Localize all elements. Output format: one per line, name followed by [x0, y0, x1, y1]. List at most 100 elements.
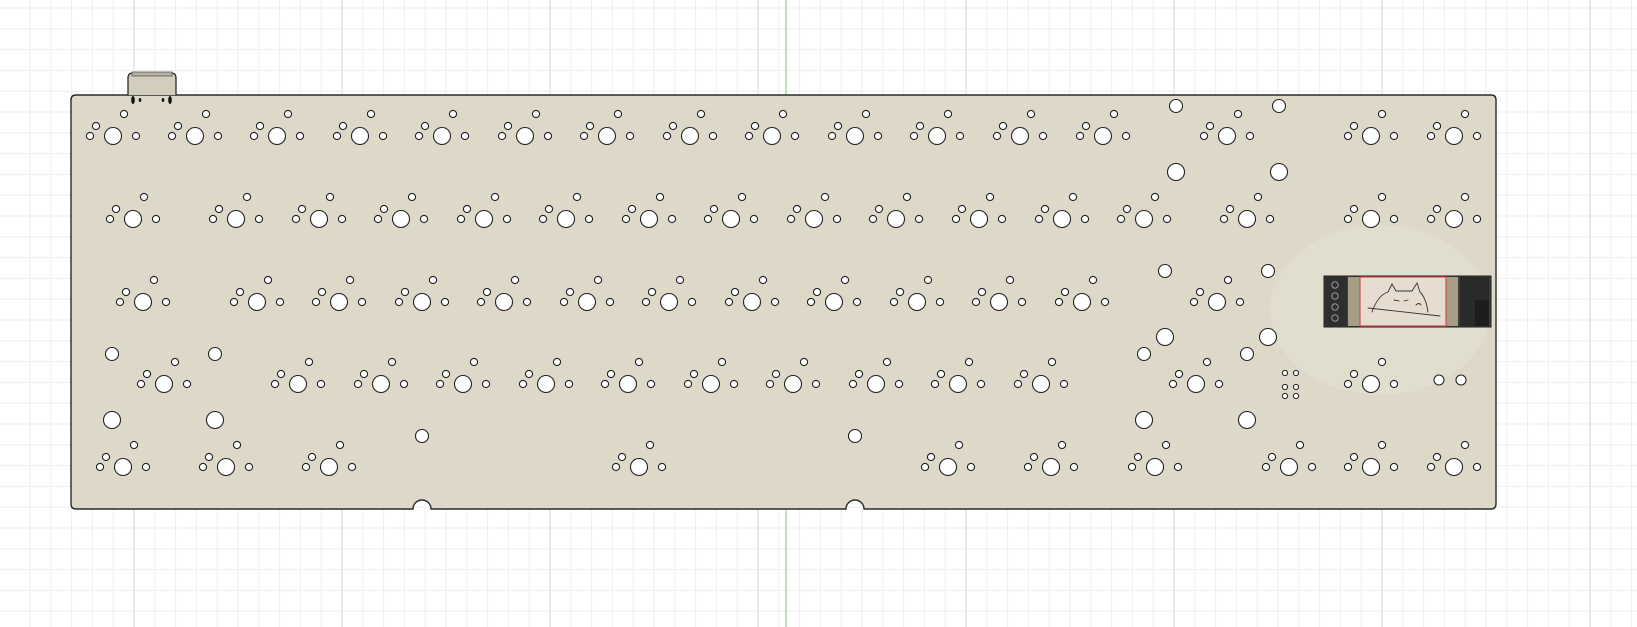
switch-footprint — [301, 440, 357, 477]
switch-footprint — [1343, 192, 1399, 229]
switch-center-hole — [804, 209, 824, 229]
header-pin — [1331, 303, 1339, 311]
switch-footprint — [806, 275, 862, 312]
switch-center-hole — [1217, 126, 1237, 146]
switch-peg-right — [502, 214, 512, 224]
switch-footprint — [1219, 192, 1275, 229]
switch-peg-left — [1426, 214, 1436, 224]
switch-pin-2 — [1460, 192, 1470, 202]
switch-pin-2 — [1377, 192, 1387, 202]
switch-peg-right — [141, 462, 151, 472]
switch-peg-right — [584, 214, 594, 224]
switch-footprint — [889, 275, 945, 312]
mount-hole — [1155, 327, 1175, 347]
switch-center-hole — [742, 292, 762, 312]
switch-peg-right — [522, 297, 532, 307]
switch-peg-left — [909, 131, 919, 141]
switch-pin-2 — [1161, 440, 1171, 450]
switch-pin-1 — [1432, 452, 1442, 462]
switch-peg-right — [667, 214, 677, 224]
switch-peg-left — [311, 297, 321, 307]
switch-pin-2 — [954, 440, 964, 450]
switch-center-hole — [938, 457, 958, 477]
switch-pin-1 — [1225, 204, 1235, 214]
switch-center-hole — [824, 292, 844, 312]
switch-pin-2 — [1150, 192, 1160, 202]
switch-peg-right — [832, 214, 842, 224]
switch-pin-1 — [874, 204, 884, 214]
switch-peg-right — [605, 297, 615, 307]
switch-peg-right — [1121, 131, 1131, 141]
switch-pin-1 — [379, 204, 389, 214]
switch-peg-left — [1343, 214, 1353, 224]
switch-footprint — [848, 357, 904, 394]
switch-footprint — [868, 192, 924, 229]
switch-pin-2 — [119, 109, 129, 119]
switch-peg-right — [399, 379, 409, 389]
switch-footprint — [971, 275, 1027, 312]
switch-footprint — [229, 275, 285, 312]
switch-peg-left — [579, 131, 589, 141]
switch-footprint — [992, 109, 1048, 146]
switch-pin-1 — [111, 204, 121, 214]
switch-peg-right — [894, 379, 904, 389]
switch-peg-left — [497, 131, 507, 141]
switch-pin-1 — [1174, 369, 1184, 379]
switch-peg-right — [687, 297, 697, 307]
switch-peg-left — [1261, 462, 1271, 472]
switch-center-hole — [247, 292, 267, 312]
switch-footprint — [105, 192, 161, 229]
switch-peg-left — [1034, 214, 1044, 224]
switch-footprint — [1261, 440, 1317, 477]
switch-pin-2 — [428, 275, 438, 285]
switch-peg-left — [992, 131, 1002, 141]
switch-pin-1 — [121, 287, 131, 297]
switch-pin-2 — [1295, 440, 1305, 450]
switch-peg-right — [481, 379, 491, 389]
switch-peg-right — [244, 462, 254, 472]
header-pin — [1331, 314, 1339, 322]
switch-pin-2 — [778, 109, 788, 119]
switch-pin-2 — [129, 440, 139, 450]
switch-pin-2 — [1377, 109, 1387, 119]
switch-footprint — [373, 192, 429, 229]
switch-pin-2 — [1047, 357, 1057, 367]
switch-center-hole — [1031, 374, 1051, 394]
switch-peg-left — [373, 214, 383, 224]
switch-peg-left — [115, 297, 125, 307]
switch-peg-left — [1199, 131, 1209, 141]
mount-hole — [1136, 346, 1152, 362]
switch-peg-left — [198, 462, 208, 472]
switch-peg-left — [662, 131, 672, 141]
switch-center-hole — [556, 209, 576, 229]
mount-hole — [1269, 162, 1289, 182]
switch-center-hole — [185, 126, 205, 146]
switch-peg-left — [332, 131, 342, 141]
switch-pin-2 — [1057, 440, 1067, 450]
keyboard-plate[interactable] — [70, 94, 1497, 510]
switch-footprint — [332, 109, 388, 146]
switch-pin-1 — [1195, 287, 1205, 297]
switch-center-hole — [113, 457, 133, 477]
mount-hole — [1157, 263, 1173, 279]
switch-peg-left — [1189, 297, 1199, 307]
switch-peg-right — [1173, 462, 1183, 472]
switch-peg-left — [270, 379, 280, 389]
switch-pin-2 — [232, 440, 242, 450]
stabilizer-holes — [102, 98, 1467, 444]
switch-peg-right — [1069, 462, 1079, 472]
switch-footprint — [600, 357, 656, 394]
switch-pin-2 — [1026, 109, 1036, 119]
header-pin — [1331, 281, 1339, 289]
switch-footprints — [85, 109, 1482, 477]
switch-pin-2 — [645, 440, 655, 450]
switch-peg-left — [301, 462, 311, 472]
switch-pin-1 — [462, 204, 472, 214]
switch-pin-1 — [1349, 369, 1359, 379]
switch-footprint — [786, 192, 842, 229]
switch-pin-2 — [1460, 109, 1470, 119]
switch-pin-2 — [170, 357, 180, 367]
mount-hole — [205, 410, 225, 430]
